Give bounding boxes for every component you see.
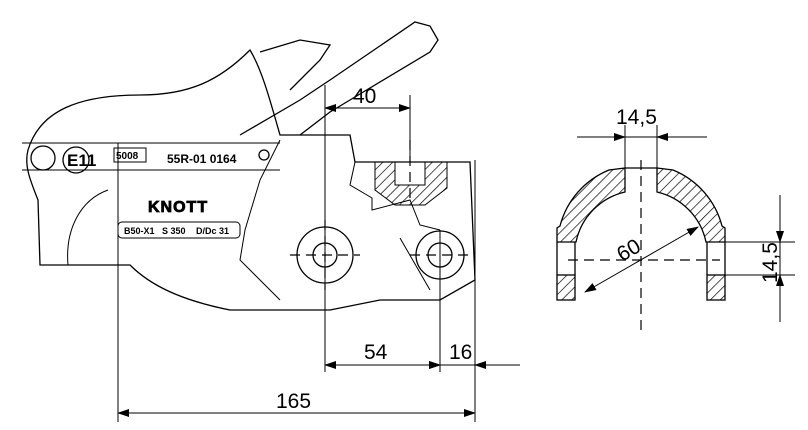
approval-mark-text: E11 bbox=[67, 151, 96, 170]
extension-lines bbox=[117, 85, 476, 422]
mounting-hole bbox=[30, 145, 56, 171]
section-cut-hatch bbox=[374, 161, 448, 206]
dim-165: 165 bbox=[276, 390, 311, 413]
dim-54: 54 bbox=[364, 341, 388, 364]
lever-grip bbox=[259, 39, 332, 91]
section-outline bbox=[556, 167, 726, 275]
stamp-text: 5008 bbox=[116, 151, 139, 162]
section-extension-lines bbox=[577, 125, 795, 322]
body-outline bbox=[26, 48, 476, 311]
side-view-dimensions: 40 54 16 165 bbox=[117, 85, 520, 422]
spec-3: D/Dc 31 bbox=[196, 226, 229, 236]
lever-outline bbox=[239, 21, 439, 136]
type-number: 55R-01 0164 bbox=[167, 152, 237, 166]
section-view: 14,5 14,5 60 bbox=[556, 106, 795, 335]
section-left-leg bbox=[556, 274, 576, 301]
spec-1: B50-X1 bbox=[124, 226, 155, 236]
approval-mark-circle bbox=[62, 146, 90, 174]
dim-16: 16 bbox=[449, 341, 472, 364]
spec-2: S 350 bbox=[162, 226, 186, 236]
stamp-box bbox=[113, 147, 147, 163]
section-right-leg bbox=[706, 274, 726, 301]
section-diameter-dim: 60 bbox=[613, 235, 645, 267]
housing-edge bbox=[239, 139, 441, 301]
pin-hole bbox=[258, 149, 270, 161]
dim-40: 40 bbox=[353, 85, 376, 108]
coupling-side-view: E11 5008 55R-01 0164 KNOTT B50-X1 S 350 … bbox=[22, 21, 476, 311]
section-height-dim: 14,5 bbox=[759, 242, 782, 283]
section-width-dim: 14,5 bbox=[616, 106, 657, 129]
brand-logo: KNOTT bbox=[148, 199, 208, 216]
diameter-dim-line bbox=[584, 226, 699, 293]
body-inner-line bbox=[22, 142, 280, 266]
